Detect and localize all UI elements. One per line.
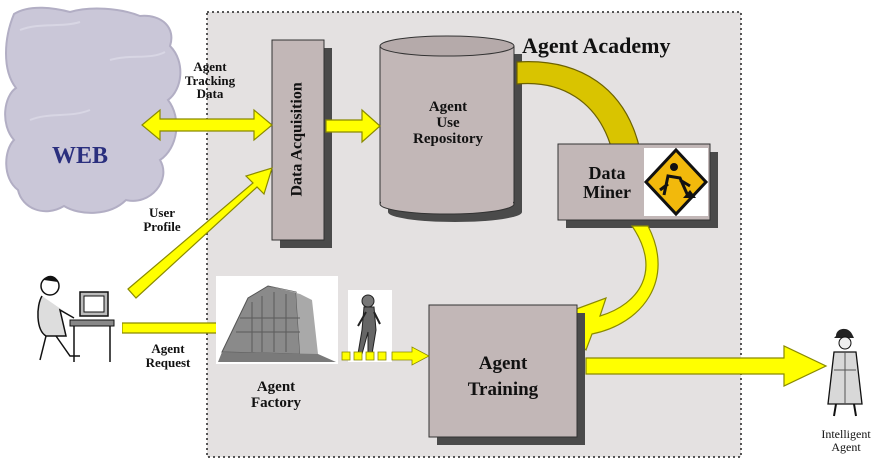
acquisition-to-repository-arrow bbox=[325, 108, 381, 144]
data-acquisition-label: Data Acquisition bbox=[288, 82, 306, 197]
tracking-data-label: Agent Tracking Data bbox=[184, 59, 236, 102]
factory-building-icon bbox=[216, 276, 338, 364]
agent-training-label: Agent Training bbox=[467, 353, 539, 400]
data-acquisition-box bbox=[271, 39, 325, 241]
tracking-double-arrow bbox=[141, 108, 273, 142]
intelligent-agent-label: Intelligent Agent bbox=[821, 427, 871, 454]
data-miner-label: Data Miner bbox=[583, 163, 631, 202]
repository-label: Agent Use Repository bbox=[413, 99, 483, 147]
construction-sign-icon bbox=[643, 147, 709, 217]
agent-training-box bbox=[428, 304, 578, 438]
agent-request-label: Agent Request bbox=[145, 341, 191, 370]
cloud-icon bbox=[4, 6, 182, 214]
agent-academy-title: Agent Academy bbox=[522, 33, 671, 58]
user-profile-arrow bbox=[127, 167, 273, 299]
user-at-computer-icon bbox=[26, 270, 122, 366]
user-profile-label: User Profile bbox=[143, 206, 181, 234]
web-label: WEB bbox=[51, 143, 108, 169]
training-to-agent-arrow bbox=[585, 345, 828, 387]
factory-to-training-arrow bbox=[341, 346, 430, 366]
repository-cylinder bbox=[379, 35, 522, 222]
agent-factory-label: Agent Factory bbox=[251, 380, 301, 411]
walking-agent-icon bbox=[348, 290, 392, 362]
detective-agent-icon bbox=[827, 328, 863, 417]
